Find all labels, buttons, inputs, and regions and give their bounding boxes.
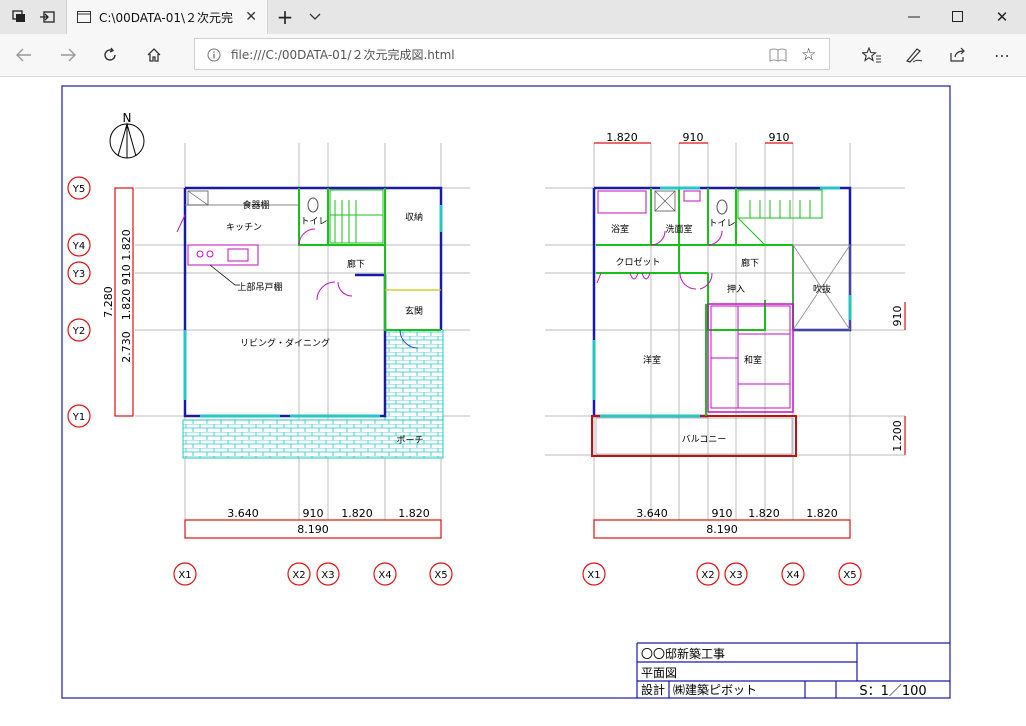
refresh-icon[interactable] (90, 34, 130, 76)
favorites-icon[interactable] (852, 34, 892, 76)
axis-label: Y1 (72, 412, 85, 423)
axis-label: Y5 (72, 184, 85, 195)
floor-plan-drawing: N (61, 85, 951, 699)
axis-label: X1 (587, 570, 600, 581)
title-bar: C:\00DATA-01\２次元完 ✕ + ✕ (0, 0, 1026, 34)
favorite-star-icon[interactable]: ☆ (801, 45, 817, 65)
page-content: N (0, 77, 1026, 722)
axis-label: Y2 (72, 326, 85, 337)
room-label: クロゼット (615, 256, 660, 268)
dimension-label: 1.820 (806, 507, 838, 520)
close-window-icon[interactable]: ✕ (995, 8, 1009, 26)
axis-label: X5 (434, 570, 447, 581)
north-arrow-icon: N (109, 111, 145, 159)
stair-2f (737, 189, 823, 246)
designer-name: ㈱建築ピボット (673, 682, 757, 697)
room-label: 押入 (727, 283, 745, 295)
dimension-label: 1.200 (891, 420, 904, 452)
dimension-label: 3.640 (227, 507, 259, 520)
room-label: ポーチ (396, 435, 423, 446)
scale-label: S：1／100 (859, 684, 926, 699)
room-label: リビング・ダイニング (240, 337, 330, 349)
axis-label: X4 (378, 570, 391, 581)
axis-label: X4 (786, 570, 799, 581)
room-label: 廊下 (741, 257, 759, 269)
dimension-label: 1.820 (606, 131, 638, 144)
title-block: 〇〇邸新築工事 平面図 設計 ㈱建築ピボット S：1／100 (636, 642, 950, 699)
room-label: バルコニー (682, 434, 727, 445)
room-label: 和室 (744, 354, 762, 366)
back-icon[interactable] (4, 34, 44, 76)
porch-paving (182, 419, 444, 459)
axis-label: X2 (701, 570, 714, 581)
dimension-label: 1.820 (341, 507, 373, 520)
dimension-total: 8.190 (297, 523, 329, 536)
room-label: 食器棚 (242, 199, 269, 211)
room-label: 収納 (405, 211, 423, 223)
dimensions-2f: 3.640 910 1.820 1.820 8.190 1.820 910 91… (593, 131, 906, 539)
maximize-icon[interactable] (936, 0, 980, 34)
minimize-icon[interactable] (892, 0, 936, 34)
first-floor-plan: 食器棚 キッチン トイレ 収納 廊下 上部吊戸棚 玄関 リビング・ダイニング ポ… (176, 186, 444, 459)
room-label: 上部吊戸棚 (237, 281, 282, 293)
dimension-label: 1.820 (748, 507, 780, 520)
room-label: 浴室 (611, 223, 629, 235)
navigation-bar: file:///C:/00DATA-01/２次元完成図.html ☆ ⋯ (0, 34, 1026, 77)
axis-label: X2 (292, 570, 305, 581)
dimension-label: 910 (303, 507, 324, 520)
axis-label: X5 (843, 570, 856, 581)
second-floor-plan: 浴室 洗面室 トイレ クロゼット 廊下 押入 吹抜 洋室 和室 バルコニー (591, 186, 852, 457)
reading-view-icon[interactable] (769, 47, 787, 66)
room-label: トイレ (300, 217, 327, 227)
axis-label: X3 (729, 570, 742, 581)
tab-title: C:\00DATA-01\２次元完 (99, 10, 234, 25)
room-label: キッチン (226, 222, 262, 233)
north-label: N (123, 111, 132, 125)
share-icon[interactable] (938, 34, 978, 76)
dimension-total: 8.190 (706, 523, 738, 536)
axis-label: X1 (178, 570, 191, 581)
sheet-border (61, 85, 951, 699)
dimension-label: 2.730 1.820 910 1.820 (120, 229, 133, 362)
browser-tab[interactable]: C:\00DATA-01\２次元完 ✕ (66, 0, 268, 34)
tab-preview-chevron-icon[interactable] (302, 0, 328, 34)
dimensions-1f: 3.640 910 1.820 1.820 8.190 7.280 2.730 … (102, 187, 442, 539)
room-label: 洋室 (643, 354, 661, 366)
entrance-paving (384, 329, 444, 421)
room-label: 洗面室 (665, 223, 692, 235)
dimension-label: 3.640 (636, 507, 668, 520)
forward-icon[interactable] (48, 34, 88, 76)
more-menu-icon[interactable]: ⋯ (994, 45, 1010, 65)
home-icon[interactable] (134, 34, 174, 76)
sheet-name: 平面図 (641, 666, 677, 680)
info-icon[interactable] (207, 47, 221, 66)
address-bar[interactable]: file:///C:/00DATA-01/２次元完成図.html ☆ (194, 38, 830, 70)
new-tab-icon[interactable]: + (276, 5, 294, 29)
dimension-label: 910 (891, 306, 904, 327)
set-aside-tabs-icon[interactable] (34, 0, 60, 34)
dimension-label: 910 (769, 131, 790, 144)
design-label: 設計 (641, 682, 665, 697)
dimension-label: 910 (712, 507, 733, 520)
room-label: 玄関 (405, 305, 423, 317)
project-name: 〇〇邸新築工事 (641, 646, 725, 661)
room-label: 吹抜 (813, 283, 831, 295)
tab-manager-icon[interactable] (6, 0, 32, 34)
dimension-total: 7.280 (102, 286, 115, 318)
url-text: file:///C:/00DATA-01/２次元完成図.html (231, 48, 455, 62)
axis-label: X3 (321, 570, 334, 581)
axis-label: Y4 (72, 241, 85, 252)
axis-label: Y3 (72, 269, 85, 280)
pen-icon[interactable] (894, 34, 934, 76)
room-label: 廊下 (347, 258, 365, 270)
dimension-label: 910 (683, 131, 704, 144)
stair-1f (329, 189, 384, 244)
page-icon (77, 11, 91, 23)
close-tab-icon[interactable]: ✕ (245, 9, 257, 25)
dimension-label: 1.820 (398, 507, 430, 520)
room-label: トイレ (708, 219, 735, 229)
axis-markers (67, 176, 862, 586)
